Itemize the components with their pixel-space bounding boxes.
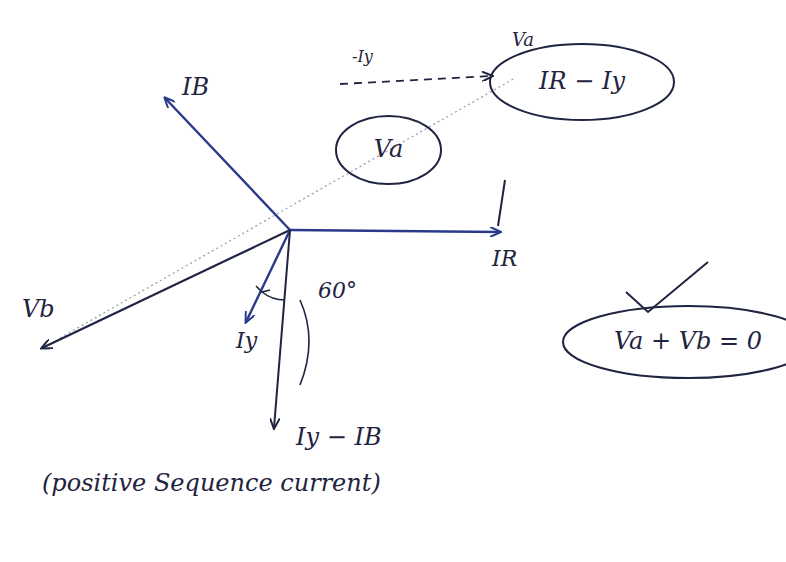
circled-note: IR − Iy: [488, 42, 676, 122]
phasor-label: Va: [512, 30, 534, 51]
phasor-label: IB: [182, 74, 209, 102]
note-text: Va: [334, 136, 443, 164]
phasor-label: Vb: [22, 296, 55, 324]
iy-ib-phasor: [274, 230, 290, 428]
circled-note: Va + Vb = 0: [561, 304, 786, 380]
neg-iy-phasor: [498, 180, 505, 226]
phasor-label: (positive Sequence current): [42, 470, 442, 498]
note-text: IR − Iy: [488, 68, 676, 96]
phasor-label: Iy: [236, 328, 257, 353]
ib-phasor: [165, 98, 290, 230]
note-text: Va + Vb = 0: [561, 328, 786, 356]
check-mark: [626, 262, 708, 312]
angle-arc: [262, 292, 285, 300]
dashed-line: [340, 76, 492, 84]
phasor-label: Iy − IB: [296, 424, 382, 452]
bracket: [300, 300, 309, 385]
phasor-label: -Iy: [352, 48, 373, 66]
angle-arc: [256, 286, 270, 292]
circled-note: Va: [334, 114, 443, 186]
ir-phasor: [290, 230, 500, 232]
axis-line: [60, 78, 515, 338]
phasor-label: 60°: [318, 278, 357, 303]
phasor-label: IR: [492, 246, 517, 271]
